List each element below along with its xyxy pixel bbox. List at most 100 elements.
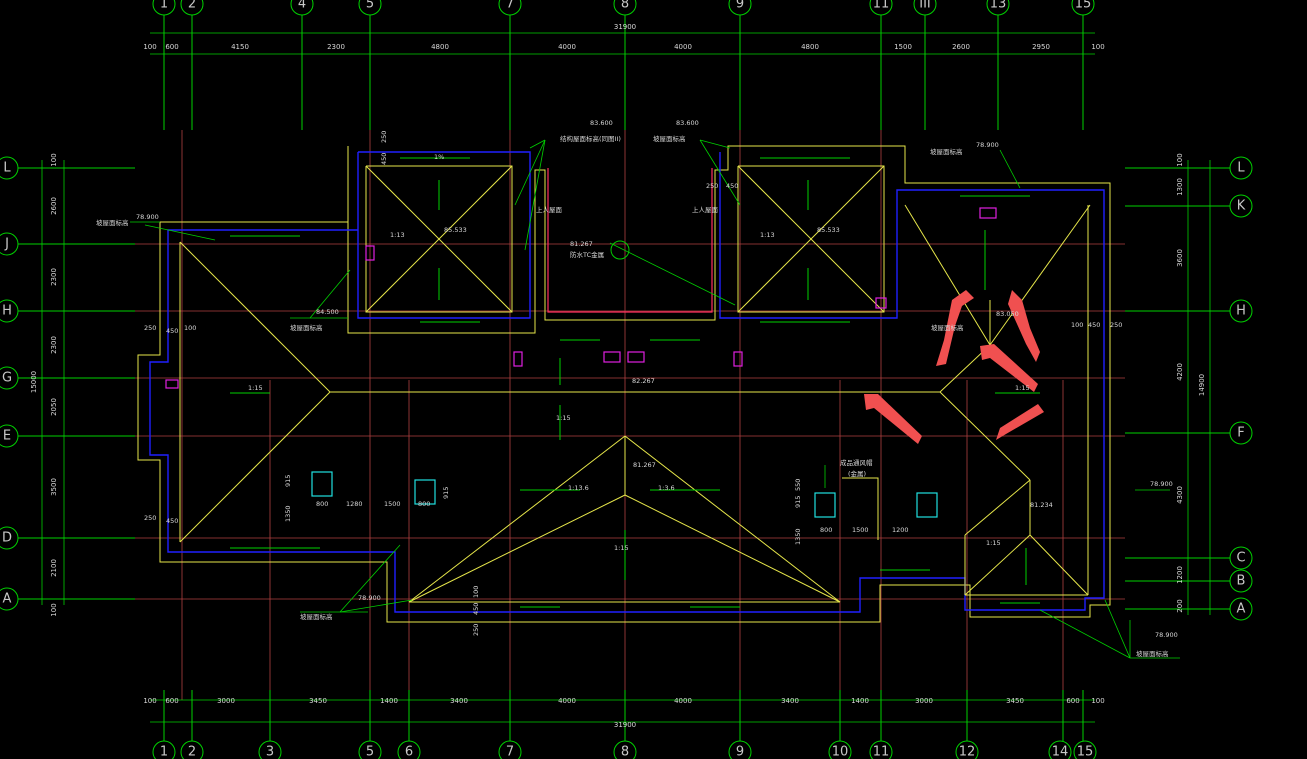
drain — [875, 297, 887, 309]
axis-label: H — [2, 304, 12, 319]
axis-label: H — [1236, 304, 1246, 319]
axis-label: 15 — [1077, 745, 1094, 759]
bottom-dim: 600 — [165, 697, 178, 705]
slope-label: 1% — [434, 153, 444, 161]
window-dim: 1200 — [892, 526, 909, 534]
slope-label: 1:15 — [1015, 384, 1030, 392]
vertical-axis-lines — [163, 12, 1084, 745]
left-dims: 100 2600 2300 2300 2050 3500 2100 100 15… — [30, 153, 58, 616]
bottom-dim: 3000 — [217, 697, 235, 705]
annotation-arrow — [996, 404, 1044, 440]
drain — [513, 351, 523, 367]
annotation-arrow — [936, 290, 974, 366]
axis-label: 4 — [298, 0, 306, 12]
elevation-label: 81.267 — [570, 240, 593, 248]
elevation-label: 83.600 — [676, 119, 699, 127]
skylights — [311, 471, 938, 518]
axis-label: L — [1237, 161, 1245, 176]
right-total-dim: 14900 — [1198, 374, 1206, 396]
right-dim: 100 — [1176, 153, 1184, 166]
axis-label: 7 — [506, 0, 514, 12]
right-dims: 100 1300 3600 4200 4300 1200 200 14900 — [1176, 153, 1206, 612]
drain — [733, 351, 743, 367]
drain — [165, 379, 179, 389]
bottom-total-dim: 31900 — [614, 721, 636, 729]
side-dims: 250 450 250 450 100 250 450 100 450 250 … — [144, 131, 1122, 636]
elevations: 83.600 83.600 85.533 85.533 78.900 78.90… — [136, 119, 1178, 639]
elevation-label: 85.533 — [444, 226, 467, 234]
axis-label: 9 — [736, 745, 744, 759]
axis-label: 9 — [736, 0, 744, 12]
bottom-dim: 1400 — [851, 697, 869, 705]
side-dim: 250 — [144, 324, 156, 332]
right-dim: 1200 — [1176, 566, 1184, 584]
axis-label: B — [1237, 574, 1246, 589]
note-text: (金属) — [848, 469, 866, 478]
elevation-label: 83.050 — [996, 310, 1019, 318]
elevation-label: 81.234 — [1030, 501, 1053, 509]
axis-label: L — [3, 161, 11, 176]
axis-label: 13 — [990, 0, 1007, 12]
elevation-label: 83.600 — [590, 119, 613, 127]
note-text: 结构屋面标高(同图II) — [560, 134, 621, 143]
side-dim: 250 — [1110, 321, 1122, 329]
slope-label: 1:15 — [986, 539, 1001, 547]
axis-label: 15 — [1075, 0, 1092, 12]
axis-label: 6 — [405, 745, 413, 759]
left-dim: 2100 — [50, 559, 58, 577]
notes: 结构屋面标高(同图II) 坡屋面标高 坡屋面标高 上人屋面 上人屋面 坡屋面标高… — [96, 134, 1169, 658]
side-dim: 250 — [706, 182, 718, 190]
window-dim: 1280 — [346, 500, 363, 508]
note-text: 上人屋面 — [692, 205, 719, 214]
right-axis-bubbles: L K H F C B A — [1229, 156, 1253, 621]
axis-label: III — [919, 0, 931, 12]
drain — [603, 351, 621, 363]
left-dim: 100 — [50, 603, 58, 616]
top-dim: 1500 — [894, 43, 912, 51]
side-dim: 250 — [380, 131, 388, 143]
dimension-lines — [41, 32, 1211, 723]
axis-label: J — [4, 237, 9, 252]
bottom-dim: 1400 — [380, 697, 398, 705]
window-dims: 800 1280 1500 800 1200 800 1500 915 1350… — [284, 475, 909, 545]
window-dim: 800 — [316, 500, 328, 508]
roof-outline — [137, 145, 1111, 623]
slope-labels: 1% 1:15 1:15 1:13 1:13 1:15 1:13.6 1:3.6… — [248, 153, 1030, 552]
bottom-dim: 3400 — [781, 697, 799, 705]
bottom-dim: 3450 — [309, 697, 327, 705]
axis-label: 5 — [366, 0, 374, 12]
top-dim: 600 — [165, 43, 178, 51]
slope-label: 1:15 — [248, 384, 263, 392]
left-dim: 2300 — [50, 268, 58, 286]
drain — [365, 245, 375, 261]
slope-label: 1:15 — [614, 544, 629, 552]
note-text: 坡屋面标高 — [290, 323, 323, 332]
bottom-axis-bubbles: 1 2 3 5 6 7 8 9 10 11 12 14 15 — [152, 740, 1097, 759]
axis-label: 1 — [160, 745, 168, 759]
skylight — [814, 492, 836, 518]
drain — [627, 351, 645, 363]
bottom-dim: 3400 — [450, 697, 468, 705]
axis-label: K — [1237, 199, 1246, 214]
window-dim: 1500 — [384, 500, 401, 508]
top-dim: 4800 — [431, 43, 449, 51]
window-dim: 550 — [794, 479, 802, 491]
axis-label: 11 — [873, 745, 890, 759]
window-dim: 800 — [418, 500, 430, 508]
axis-label: A — [1237, 602, 1246, 617]
annotation-arrows — [864, 290, 1044, 444]
slope-label: 1:13.6 — [568, 484, 589, 492]
top-dim: 4000 — [674, 43, 692, 51]
bottom-dim: 3000 — [915, 697, 933, 705]
axis-label: F — [1237, 426, 1244, 441]
elevation-label: 84.500 — [316, 308, 339, 316]
top-dim: 2600 — [952, 43, 970, 51]
note-text: 防水TC金属 — [570, 250, 604, 259]
top-axis-bubbles: 1 2 4 5 7 8 9 11 III 13 15 — [152, 0, 1095, 16]
left-total-dim: 15000 — [30, 371, 38, 393]
left-axis-bubbles: L J H G E D A — [0, 156, 19, 611]
side-dim: 250 — [472, 624, 480, 636]
note-text: 坡屋面标高 — [653, 134, 686, 143]
right-dim: 200 — [1176, 599, 1184, 612]
axis-label: 10 — [832, 745, 849, 759]
